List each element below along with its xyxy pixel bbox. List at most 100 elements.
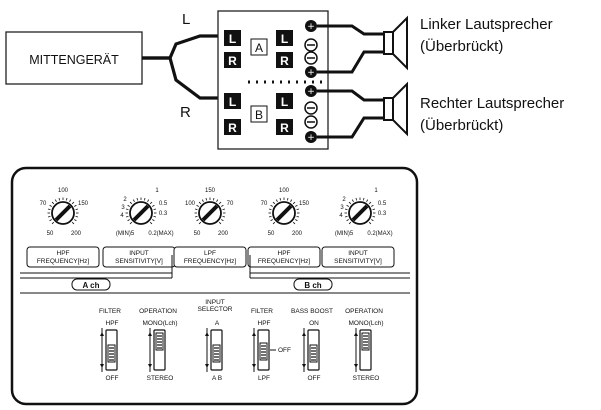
switch-knob[interactable]	[155, 332, 164, 351]
amp-channel-a-label: A	[255, 41, 263, 55]
knob-tick	[372, 208, 376, 211]
knob-tick	[75, 215, 79, 218]
knob-tick	[371, 204, 374, 207]
switch-top-label: A	[215, 320, 220, 327]
knob-tick	[205, 197, 208, 201]
amp-channel-b-label: B	[255, 108, 263, 122]
knob-tick	[47, 208, 51, 211]
knob-tick	[74, 204, 77, 207]
knob-scale-label: 0.3	[159, 211, 168, 217]
knob-tick	[366, 199, 369, 202]
knob-label-line1: INPUT	[348, 250, 368, 257]
knob-scale-label: 150	[78, 201, 89, 207]
switch-top-label: MONO(Lch)	[142, 320, 177, 327]
switch-title: INPUT	[205, 299, 225, 306]
knob-scale-label: 0.2(MAX)	[148, 231, 173, 237]
svg-text:+: +	[307, 133, 315, 143]
left-speaker-label-line2: (Überbrückt)	[420, 37, 503, 55]
switch-knob[interactable]	[107, 344, 116, 363]
knob-pointer	[132, 204, 150, 222]
knob-scale-label: 150	[205, 188, 216, 194]
right-speaker-label-line1: Rechter Lautsprecher	[420, 95, 564, 112]
knob-tick	[351, 199, 354, 202]
knob-tick	[51, 201, 55, 205]
knob-scale-label: 2	[123, 197, 127, 203]
ch-b-label: B ch	[304, 281, 321, 290]
amp-a-output-r: R	[280, 54, 289, 68]
switch-middle-label: OFF	[278, 347, 291, 354]
knob-tick	[275, 199, 278, 202]
knob-tick	[198, 221, 202, 225]
knob-pointer	[54, 204, 72, 222]
knob-pointer	[351, 204, 369, 222]
left-speaker-label-line1: Linker Lautsprecher	[420, 16, 553, 33]
knob-tick	[270, 204, 273, 207]
knob-pointer	[275, 204, 293, 222]
switch-top-label: ON	[309, 320, 319, 327]
knob-tick	[218, 201, 222, 205]
switch-knob[interactable]	[212, 344, 221, 363]
knob-scale-label: 0.3	[378, 211, 387, 217]
knob-tick	[49, 204, 52, 207]
knob-scale-label: 100	[185, 201, 196, 207]
source-unit-label: MITTENGERÄT	[29, 53, 119, 67]
switch-bottom-label: LPF	[258, 375, 270, 382]
knob-label-box	[247, 246, 321, 268]
knob-tick	[198, 201, 202, 205]
wiring-diagram: MITTENGERÄT L R L R L R A +	[5, 10, 564, 150]
knob-scale-label: 3	[121, 205, 125, 211]
switch-knob[interactable]	[361, 332, 370, 351]
knob-tick	[216, 199, 219, 202]
amp-a-terminals: + +	[304, 20, 318, 78]
switch-row: FILTERHPFOFFOPERATIONMONO(Lch)STEREOINPU…	[99, 299, 383, 382]
knob-scale-label: 1	[374, 188, 378, 194]
switch-top-label: MONO(Lch)	[348, 320, 383, 327]
switch-knob[interactable]	[259, 342, 268, 361]
knob-label-line2: FREQUENCY[Hz]	[184, 258, 237, 265]
knob-tick	[71, 221, 75, 225]
switch-arrow-down	[205, 364, 209, 368]
ch-b-badge	[293, 278, 333, 291]
knob-tick	[71, 201, 75, 205]
knob-tick	[201, 199, 204, 202]
knob-tick	[75, 208, 79, 211]
amp-channel-b: L R L R B + +	[224, 85, 318, 143]
switch-arrow-down	[354, 364, 358, 368]
switch-arrow-up	[302, 332, 306, 336]
amp-a-input-r: R	[228, 54, 237, 68]
knob-tick	[194, 215, 198, 218]
svg-text:+: +	[307, 87, 315, 97]
amp-b-output-l: L	[281, 95, 288, 109]
knob-tick	[58, 197, 61, 201]
knob-label-line2: FREQUENCY[Hz]	[258, 258, 311, 265]
right-speaker-icon	[383, 81, 408, 137]
knob-tick	[65, 197, 68, 201]
knob-tick	[372, 215, 376, 218]
switch-knob[interactable]	[309, 344, 318, 363]
knob-scale-label: 150	[299, 201, 310, 207]
switch-arrow-down	[148, 364, 152, 368]
knob-tick	[346, 204, 349, 207]
knob-tick	[221, 219, 224, 222]
knob-scale-label: (MIN)5	[116, 231, 135, 237]
knob-scale-label: 0.5	[159, 201, 168, 207]
switch-arrow-down	[302, 364, 306, 368]
knob-tick	[348, 221, 352, 225]
knob-tick	[51, 221, 55, 225]
knob-scale-label: 50	[194, 231, 201, 237]
amp-b-output-r: R	[280, 121, 289, 135]
channel-label-l: L	[182, 11, 190, 28]
knob-label-line2: SENSITIVITY[V]	[334, 258, 382, 265]
channel-label-r: R	[180, 104, 191, 121]
speaker-wires	[317, 24, 384, 139]
knob-label-line2: FREQUENCY[Hz]	[37, 258, 90, 265]
knob-tick	[153, 215, 157, 218]
knob-scale-label: 100	[279, 188, 290, 194]
knob-tick	[194, 208, 198, 211]
switch-arrow-down	[100, 364, 104, 368]
knob-scale-label: (MIN)5	[335, 231, 354, 237]
